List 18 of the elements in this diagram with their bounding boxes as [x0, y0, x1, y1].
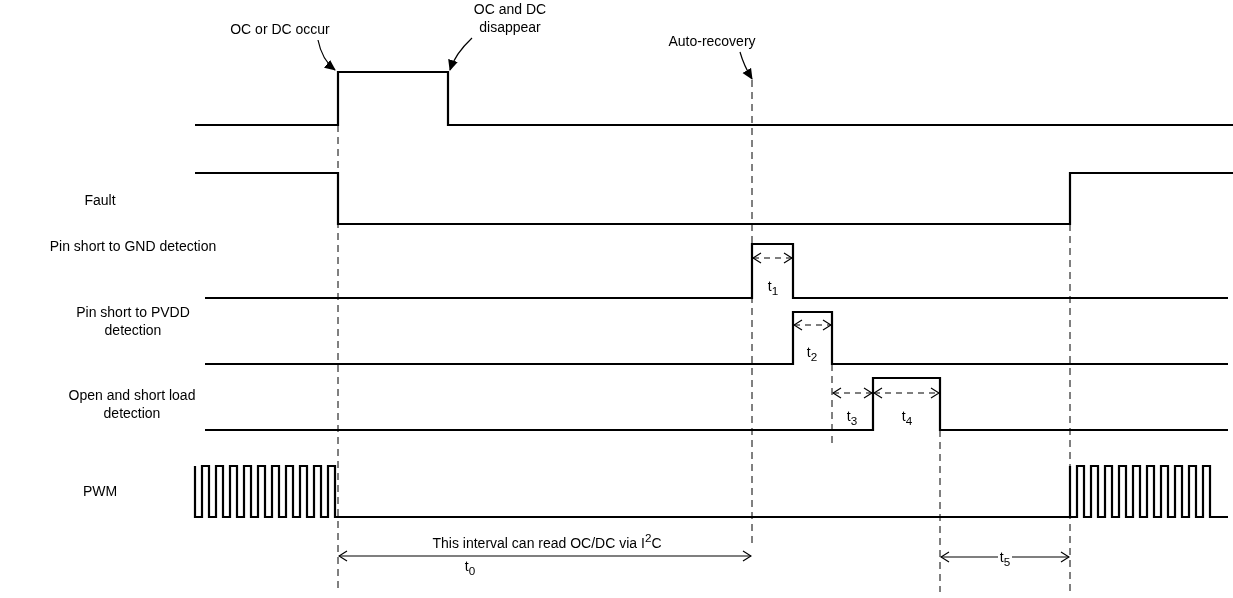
time-label: t$_{2}$	[806, 344, 818, 360]
signal-label: Pin short to PVDD detection	[76, 304, 190, 338]
time-label: t$_{1}$	[767, 278, 779, 294]
time-label: t$_{0}$	[462, 558, 478, 574]
signal-label: Fault	[84, 192, 116, 208]
signal-label: Pin short to GND detection	[49, 238, 217, 254]
annotation-text: OC and DC disappear	[455, 0, 565, 36]
signal-label: Open and short load detection	[68, 387, 196, 421]
annotation-text: Auto-recovery	[657, 32, 767, 50]
signal-label: PWM	[82, 483, 118, 499]
leader-arrow	[739, 51, 753, 80]
annotation-text: OC or DC occur	[205, 20, 355, 38]
time-label: t$_{5}$	[997, 549, 1013, 565]
note-text: This interval can read OC/DC via I$^{2}$C	[432, 534, 662, 551]
leader-arrow	[317, 39, 336, 71]
leader-arrow	[448, 37, 473, 71]
time-label: t$_{4}$	[901, 408, 913, 424]
time-label: t$_{3}$	[846, 408, 858, 424]
